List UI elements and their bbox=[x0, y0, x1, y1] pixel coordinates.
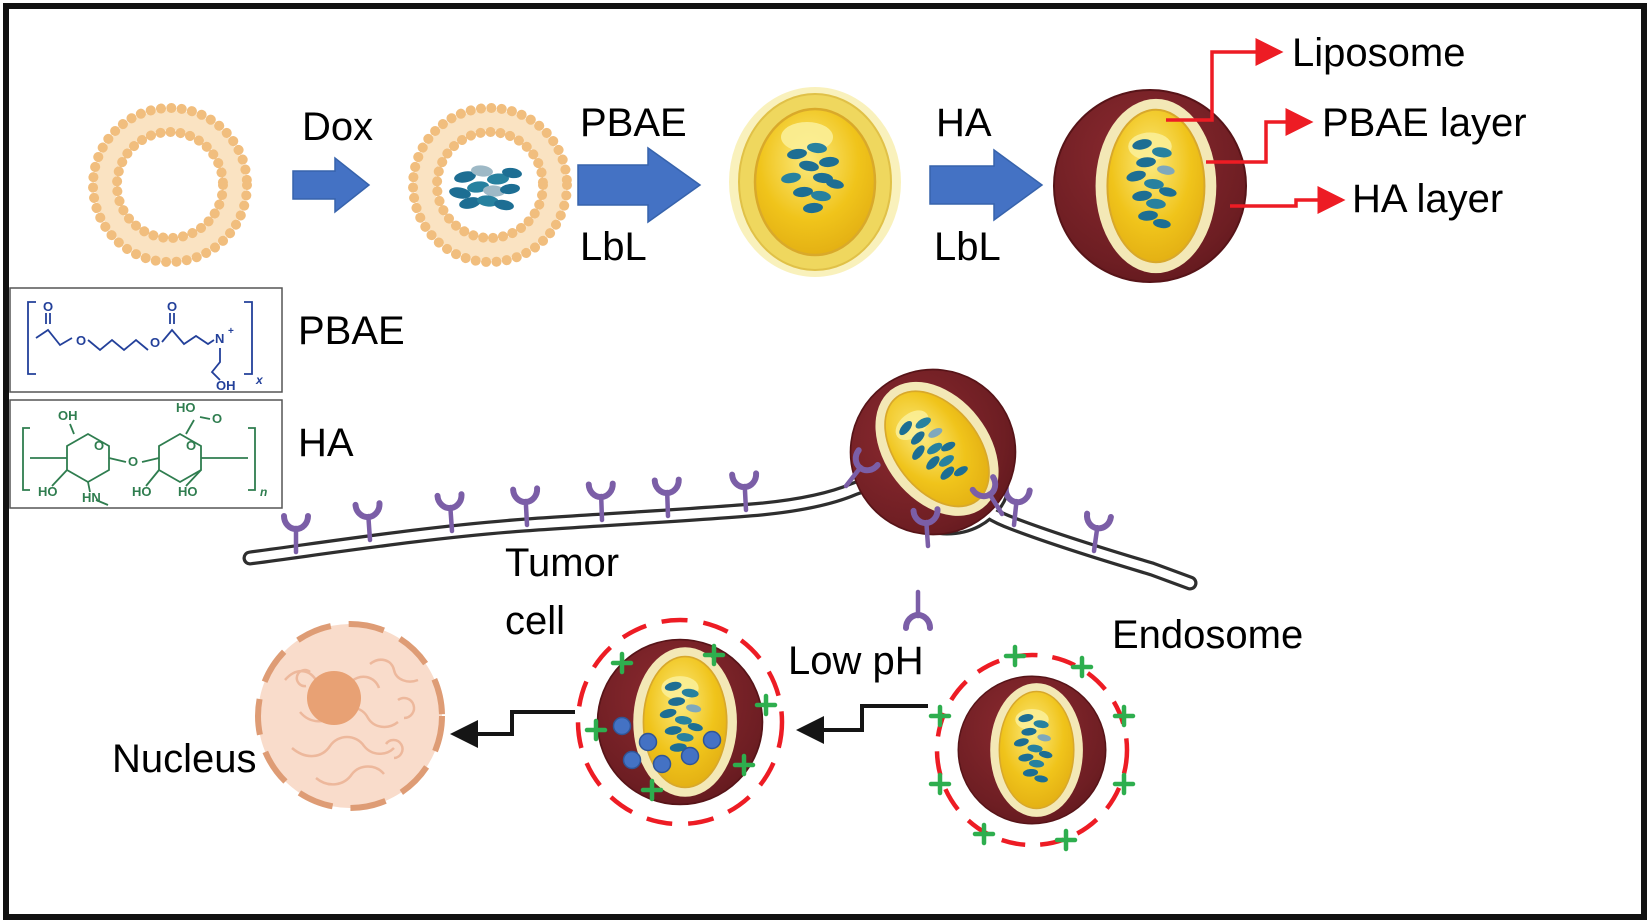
endosome-membrane-icon bbox=[934, 652, 1130, 848]
figure-border bbox=[3, 3, 1647, 920]
ha-atom: O bbox=[94, 438, 104, 453]
block-arrow-icon bbox=[577, 146, 702, 224]
dox-molecules-icon bbox=[449, 165, 522, 211]
endosome-membrane-icon bbox=[575, 617, 785, 827]
block-arrow-icon bbox=[929, 148, 1044, 222]
ha-atom: HO bbox=[178, 484, 198, 499]
tumor-cell-label-line1: Tumor bbox=[505, 541, 619, 585]
liposome-pointer-icon bbox=[1166, 38, 1284, 122]
ha-layer-pointer-icon bbox=[1230, 186, 1346, 214]
low-ph-label: Low pH bbox=[788, 639, 924, 683]
ha-atom: O bbox=[128, 454, 138, 469]
pbae-subscript: x bbox=[255, 373, 264, 387]
plus-charge-icon bbox=[1057, 831, 1075, 849]
dox-arrow: Dox bbox=[292, 105, 373, 214]
ha-atom: HO bbox=[132, 484, 152, 499]
pbae-layer-label: PBAE layer bbox=[1322, 101, 1527, 145]
ha-atom: HO bbox=[176, 400, 196, 415]
lbl-nanoparticle-icon bbox=[1052, 88, 1248, 284]
cd44-receptor-icon bbox=[906, 592, 930, 628]
to-nucleus-arrow-icon bbox=[450, 710, 575, 748]
low-ph-arrow-icon bbox=[796, 704, 928, 744]
liposome-label: Liposome bbox=[1292, 31, 1465, 75]
pbae-atom-charge: + bbox=[228, 326, 234, 337]
pbae-atom: O bbox=[167, 299, 177, 314]
ha-atom: O bbox=[212, 411, 222, 426]
nucleus bbox=[255, 621, 445, 811]
ha-subscript: n bbox=[260, 485, 267, 499]
ha-arrow-bottom-label: LbL bbox=[934, 225, 1001, 269]
escaped-dox-dots-icon bbox=[612, 716, 722, 774]
tumor-cell-membrane bbox=[250, 478, 1190, 583]
pbae-lbl-arrow: PBAE LbL bbox=[577, 101, 702, 269]
pbae-structure-label: PBAE bbox=[298, 309, 405, 353]
pbae-atom: N bbox=[215, 331, 224, 346]
endosome-label: Endosome bbox=[1112, 613, 1303, 657]
plus-charge-icon bbox=[1006, 647, 1024, 665]
ha-lbl-arrow: HA LbL bbox=[929, 101, 1044, 269]
pbae-arrow-top-label: PBAE bbox=[580, 101, 687, 145]
escaping-particle bbox=[575, 617, 785, 827]
ha-atom: OH bbox=[58, 408, 78, 423]
plus-charge-icon bbox=[931, 707, 949, 725]
empty-liposome-icon bbox=[93, 108, 247, 262]
pbae-atom: OH bbox=[216, 378, 236, 393]
ha-layer-label: HA layer bbox=[1352, 177, 1503, 221]
endocytosed-nanoparticle-icon bbox=[816, 335, 1050, 569]
pbae-layer-pointer-icon bbox=[1206, 108, 1314, 164]
dox-loaded-liposome-icon bbox=[413, 108, 567, 262]
dox-label: Dox bbox=[302, 105, 373, 149]
annotation-arrows bbox=[1166, 38, 1346, 214]
dox-molecules-icon bbox=[781, 142, 844, 214]
ha-atom: HN bbox=[82, 490, 101, 505]
ha-atom: HO bbox=[38, 484, 58, 499]
nucleus-label: Nucleus bbox=[112, 737, 257, 781]
nucleolus-icon bbox=[307, 671, 361, 725]
pbae-atom: O bbox=[43, 299, 53, 314]
block-arrow-icon bbox=[292, 156, 371, 214]
ha-arrow-top-label: HA bbox=[936, 101, 992, 145]
ha-structure-box: OH HO O O O O HO HN HO HO n bbox=[9, 399, 283, 509]
lbl-nanoparticle-icon bbox=[957, 675, 1107, 825]
endosome-particle bbox=[931, 647, 1133, 849]
pbae-atom: O bbox=[76, 333, 86, 348]
ha-atom: O bbox=[186, 438, 196, 453]
ha-structure-label: HA bbox=[298, 421, 354, 465]
pbae-atom: O bbox=[150, 335, 160, 350]
pbae-structure-box: O O O O N + OH x bbox=[9, 287, 283, 393]
tumor-cell-label-line2: cell bbox=[505, 599, 565, 643]
pbae-coated-liposome-icon bbox=[729, 87, 901, 277]
pbae-arrow-bottom-label: LbL bbox=[580, 225, 647, 269]
